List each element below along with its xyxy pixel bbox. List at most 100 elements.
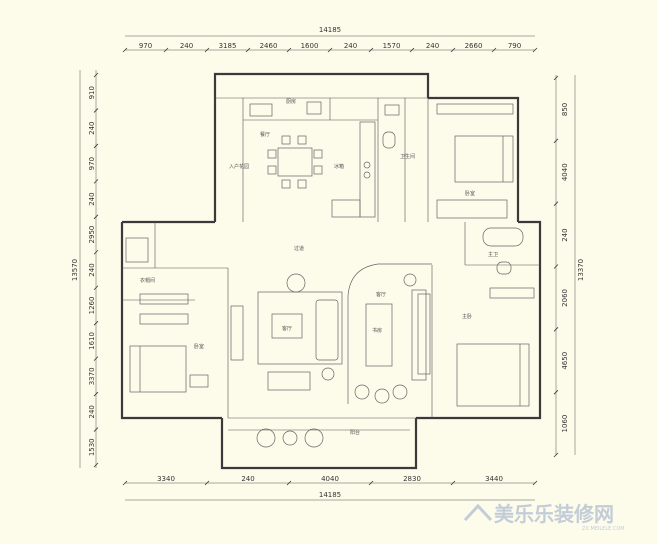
- top-segment-tick: [532, 47, 538, 53]
- top-segment-label: 1600: [301, 42, 319, 50]
- walls: [120, 72, 542, 470]
- bottom-segment-tick: [368, 480, 374, 486]
- top-segment-tick: [409, 47, 415, 53]
- house-logo-icon: [463, 503, 493, 522]
- right-segment-label: 4650: [561, 352, 569, 370]
- right-segment-tick: [553, 389, 559, 395]
- label-fridge: 冰箱: [334, 163, 344, 170]
- top-segment-tick: [286, 47, 292, 53]
- left-segment-tick: [93, 143, 99, 149]
- dining-table: [277, 147, 313, 177]
- coffee-table: [271, 313, 303, 339]
- left-segment-tick: [93, 72, 99, 78]
- left-segment-label: 1260: [88, 297, 96, 315]
- left-segment-tick: [93, 320, 99, 326]
- watermark: 美乐乐装修网 ZX.MEILELE.COM: [463, 502, 625, 532]
- right-segment-label: 850: [561, 103, 569, 116]
- label-hallway: 过道: [294, 245, 304, 252]
- bottom-segment-tick: [286, 480, 292, 486]
- left-segment-label: 1610: [88, 332, 96, 350]
- left-segment-tick: [93, 427, 99, 432]
- right-segment-tick: [553, 452, 559, 458]
- left-dimension: 13570 9102409702402950240126016103370240…: [71, 70, 99, 468]
- label-balcony: 阳台: [350, 429, 360, 436]
- left-segment-label: 240: [88, 192, 96, 205]
- bottom-dimension: 14185 3340 240 4040 2830 3440: [122, 475, 538, 501]
- left-segment-label: 1530: [88, 438, 96, 456]
- right-segment-label: 4040: [561, 163, 569, 181]
- bottom-segment-label: 3340: [157, 475, 175, 483]
- right-segment-label: 240: [561, 228, 569, 241]
- left-segment-tick: [93, 356, 99, 361]
- bottom-segment-label: 3440: [485, 475, 503, 483]
- left-segment-tick: [93, 285, 99, 291]
- study-desk: [365, 303, 393, 367]
- right-segment-label: 2060: [561, 289, 569, 307]
- label-bath-right: 主卫: [488, 251, 498, 258]
- left-total-label: 13570: [71, 259, 79, 281]
- toilet-top: [382, 131, 396, 149]
- top-segment-label: 240: [180, 42, 193, 50]
- top-segment-tick: [450, 47, 456, 53]
- bottom-segment-tick: [204, 480, 210, 486]
- label-bedroom-left: 卧室: [194, 343, 204, 350]
- top-segment-label: 2660: [465, 42, 483, 50]
- top-segment-tick: [245, 47, 251, 53]
- bottom-segment-tick: [532, 480, 538, 486]
- label-cloakroom: 衣帽间: [140, 277, 155, 284]
- left-segment-tick: [93, 391, 99, 397]
- bottom-segment-tick: [450, 480, 456, 486]
- right-total-label: 13370: [577, 259, 585, 281]
- right-segment-tick: [553, 327, 559, 332]
- top-segment-tick: [204, 47, 210, 53]
- label-master-bedroom: 主卧: [462, 313, 472, 320]
- left-segment-label: 970: [88, 157, 96, 170]
- top-segment-label: 790: [508, 42, 521, 50]
- label-bath-top: 卫生间: [400, 153, 415, 160]
- furniture: [125, 101, 535, 448]
- left-segment-label: 3370: [88, 367, 96, 385]
- bottom-segment-tick: [122, 480, 128, 486]
- label-entry: 入户花园: [229, 163, 249, 170]
- label-bedroom-top: 卧室: [465, 190, 475, 197]
- bottom-total-label: 14185: [319, 491, 341, 499]
- top-segment-label: 3185: [219, 42, 237, 50]
- left-segment-label: 240: [88, 121, 96, 134]
- left-segment-tick: [93, 108, 99, 113]
- bottom-segment-label: 4040: [321, 475, 339, 483]
- sofa: [315, 299, 339, 361]
- left-segment-label: 240: [88, 263, 96, 276]
- bed-left: [129, 345, 187, 393]
- left-segment-tick: [93, 462, 99, 468]
- bottom-segment-label: 2830: [403, 475, 421, 483]
- label-dining: 餐厅: [260, 131, 270, 138]
- armchair: [267, 371, 311, 391]
- top-segment-label: 240: [426, 42, 439, 50]
- left-segment-tick: [93, 179, 99, 184]
- watermark-logo: 美乐乐装修网: [494, 502, 614, 526]
- top-segment-label: 2460: [260, 42, 278, 50]
- bottom-segments: 3340 240 4040 2830 3440: [122, 475, 538, 486]
- label-living: 客厅: [376, 291, 386, 298]
- top-segment-tick: [491, 47, 497, 53]
- left-segment-tick: [93, 214, 99, 220]
- right-segment-tick: [553, 201, 559, 206]
- bottom-segment-label: 240: [241, 475, 254, 483]
- right-segment-tick: [553, 264, 559, 269]
- top-segment-label: 240: [344, 42, 357, 50]
- label-kitchen: 厨房: [286, 98, 296, 105]
- top-segment-tick: [368, 47, 374, 53]
- right-segment-tick: [553, 138, 559, 144]
- top-segment-label: 970: [139, 42, 152, 50]
- left-segment-label: 2950: [88, 226, 96, 244]
- rug: [257, 291, 343, 365]
- label-study: 书房: [372, 327, 382, 334]
- bed-top: [454, 135, 514, 183]
- bathtub: [482, 227, 524, 247]
